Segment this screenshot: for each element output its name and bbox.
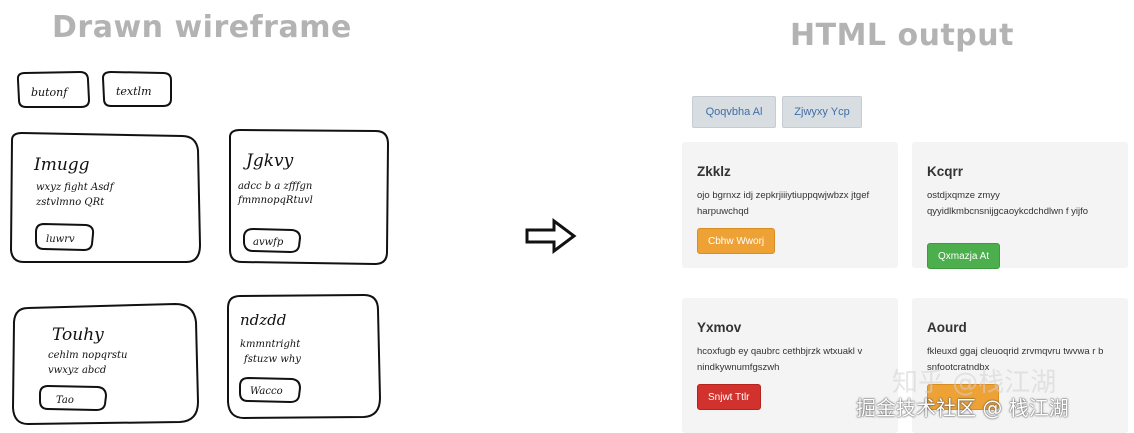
sketch-card-1-line-1: wxyz fight Asdf <box>36 182 116 193</box>
sketch-button-2-label: textlm <box>116 85 152 98</box>
output-card-1-text: ojo bgrnxz idj zepkrjiiiytiuppqwjwbzx jt… <box>697 190 870 217</box>
right-arrow-icon <box>525 218 577 254</box>
html-output-panel-title: HTML output <box>790 18 1014 53</box>
sketch-card-3-line-2: vwxyz abcd <box>48 365 106 376</box>
sketch-button-1-label: butonf <box>31 86 69 99</box>
output-card-4: Aourd fkleuxd ggaj cleuoqrid zrvmqvru tw… <box>912 298 1128 433</box>
output-card-3: Yxmov hcoxfugb ey qaubrc cethbjrzk wtxua… <box>682 298 898 433</box>
sketch-button-2-outline <box>102 71 172 107</box>
output-card-2-text: ostdjxqmze zmyy qyyidlkmbcnsnijgcaoykcdc… <box>927 190 1089 217</box>
watermark-zhihu: 知乎 @栈江湖 <box>892 368 1057 398</box>
sketch-card-3-button-label: Tao <box>56 395 74 406</box>
sketch-card-3-line-1: cehlm nopqrstu <box>48 350 127 361</box>
sketch-card-1-title: Imugg <box>33 155 90 175</box>
sketch-card-2-button-label: avwfp <box>253 237 284 248</box>
sketch-card-1-outline <box>10 132 201 263</box>
output-card-3-text: hcoxfugb ey qaubrc cethbjrzk wtxuakl v n… <box>697 346 863 373</box>
output-card-1: Zkklz ojo bgrnxz idj zepkrjiiiytiuppqwjw… <box>682 142 898 268</box>
output-card-2-button[interactable]: Qxmazja At <box>927 243 1001 269</box>
sketch-card-1-button-outline <box>35 223 95 251</box>
sketch-card-3-outline <box>12 303 199 425</box>
wireframe-sketch: butonf textlm Imugg wxyz fight Asdf zstv… <box>10 71 389 425</box>
output-card-3-button[interactable]: Snjwt Ttlr <box>697 384 761 410</box>
sketch-card-2-outline <box>229 129 389 265</box>
sketch-card-4-line-1: kmmntright <box>240 339 301 350</box>
sketch-card-2-line-1: adcc b a zfffgn <box>238 181 312 192</box>
sketch-card-4-button-outline <box>239 377 301 403</box>
sketch-card-4-line-2: fstuzw why <box>243 354 301 365</box>
sketch-card-4-title: ndzdd <box>240 311 286 329</box>
sketch-card-1-button-label: luwrv <box>46 234 75 245</box>
sketch-card-3-title: Touhy <box>52 325 104 345</box>
sketch-card-1-line-2: zstvlmno QRt <box>35 197 105 208</box>
wireframe-panel-title: Drawn wireframe <box>52 10 352 45</box>
output-card-2-title: Kcqrr <box>927 164 964 179</box>
output-card-4-button[interactable] <box>927 384 999 410</box>
output-card-2: Kcqrr ostdjxqmze zmyy qyyidlkmbcnsnijgca… <box>912 142 1128 269</box>
output-card-4-text: fkleuxd ggaj cleuoqrid zrvmqvru twvwa r … <box>927 346 1104 373</box>
output-top-button-1[interactable]: Qoqvbha Al <box>692 96 776 128</box>
sketch-card-2-title: Jgkvy <box>243 151 294 171</box>
sketch-card-2-line-2: fmmnopqRtuvl <box>237 195 313 206</box>
watermark-juejin: 掘金技术社区 @ 栈江湖 <box>856 396 1069 420</box>
output-card-1-button[interactable]: Cbhw Wworj <box>697 228 776 254</box>
sketch-card-3-button-outline <box>39 385 107 411</box>
sketch-card-2-button-outline <box>243 228 301 253</box>
output-top-button-2[interactable]: Zjwyxy Ycp <box>782 96 862 128</box>
sketch-card-4-outline <box>227 294 381 419</box>
output-card-4-title: Aourd <box>927 320 967 335</box>
output-card-1-title: Zkklz <box>697 164 731 179</box>
sketch-card-4-button-label: Wacco <box>250 386 283 397</box>
output-card-3-title: Yxmov <box>697 320 742 335</box>
sketch-button-1-outline <box>16 71 90 108</box>
